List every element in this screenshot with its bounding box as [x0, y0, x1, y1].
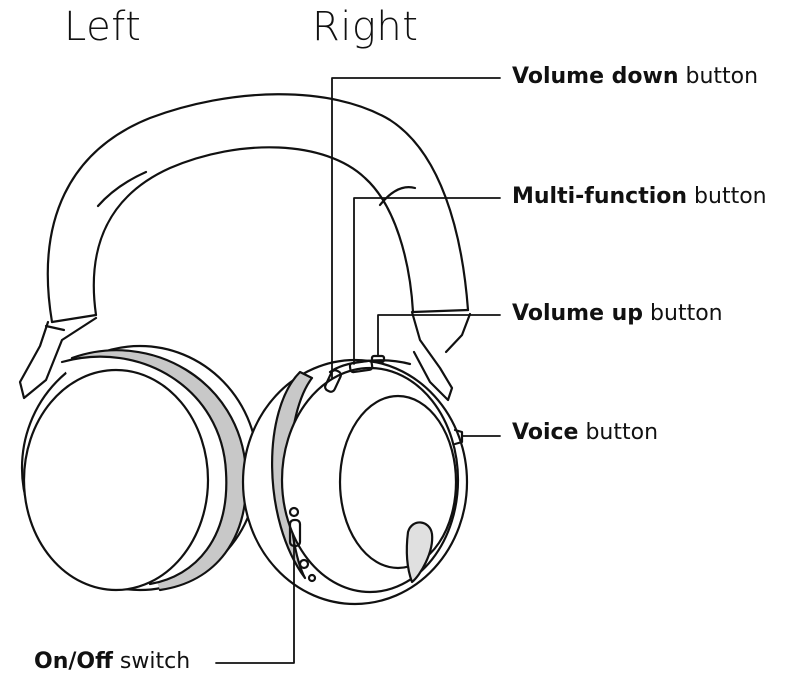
microphone	[405, 521, 434, 584]
leader-lines	[215, 77, 501, 664]
left-earcup	[20, 344, 260, 592]
volume-up-callout: Volume up button	[512, 303, 723, 325]
on-off-callout: On/Off switch	[34, 651, 190, 673]
headband	[46, 93, 470, 324]
right-cup-buttons	[288, 354, 386, 583]
multi-function-callout: Multi-function button	[512, 186, 767, 208]
multi-function-label-rest: button	[687, 184, 767, 209]
right-hinge	[410, 310, 472, 402]
voice-label-rest: button	[578, 420, 659, 445]
on-off-label-rest: switch	[112, 649, 191, 674]
volume-down-label-rest: button	[678, 64, 759, 89]
volume-down-callout: Volume down button	[512, 66, 758, 88]
voice-callout: Voice button	[512, 422, 658, 444]
right-title: Right	[312, 4, 419, 50]
multi-function-label-bold: Multi-function	[512, 184, 688, 209]
volume-up-label-bold: Volume up	[512, 301, 644, 326]
right-earcup	[241, 358, 469, 606]
volume-down-label-bold: Volume down	[512, 64, 679, 89]
on-off-label-bold: On/Off	[34, 649, 113, 674]
left-title: Left	[64, 4, 142, 50]
left-hinge	[18, 316, 98, 400]
volume-up-label-rest: button	[643, 301, 723, 326]
voice-label-bold: Voice	[512, 420, 579, 445]
